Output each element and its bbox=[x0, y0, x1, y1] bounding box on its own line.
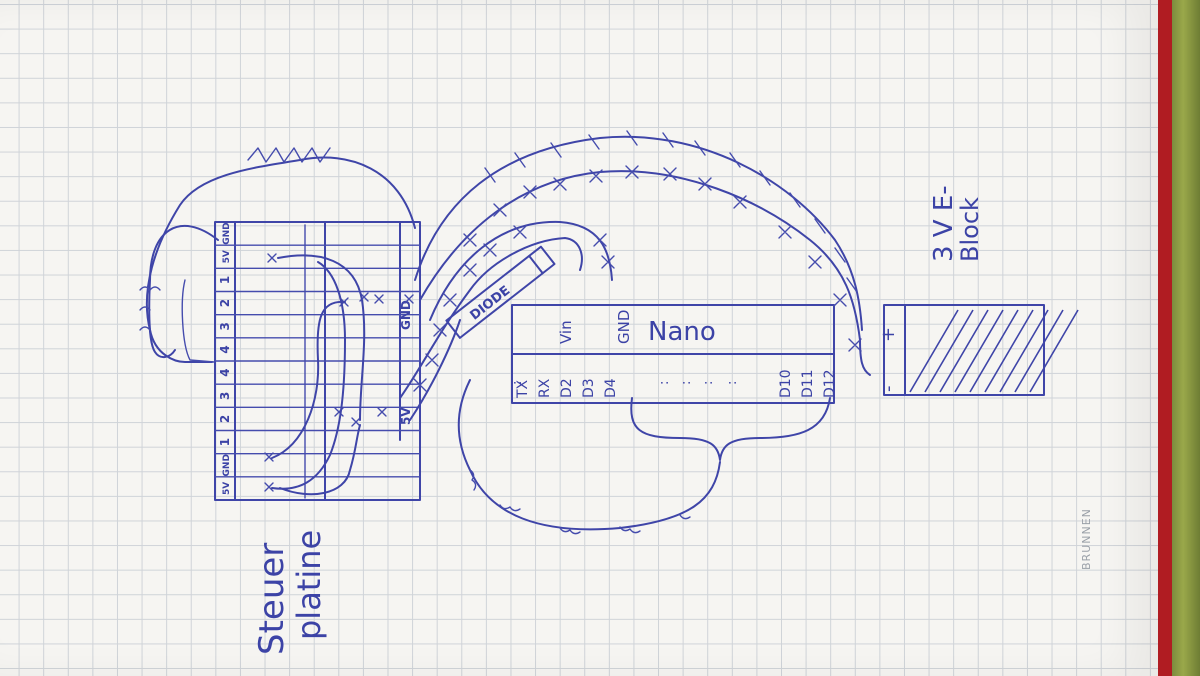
wire-battery-plus bbox=[414, 135, 863, 331]
battery-minus: - bbox=[878, 386, 899, 393]
control-board-label-line1: Steuer bbox=[252, 543, 292, 655]
nano-label: Nano bbox=[648, 317, 716, 347]
board-pin-label: 3 bbox=[218, 392, 232, 400]
board-pin-label: 4 bbox=[218, 368, 232, 376]
nano-pin-dots: : bbox=[510, 381, 525, 385]
wire-loop-top bbox=[145, 156, 416, 363]
board-pin-label: 2 bbox=[218, 415, 232, 423]
battery-hatch-line bbox=[924, 309, 974, 393]
nano-pin-right: D12 bbox=[822, 369, 838, 398]
wire-tick-marks bbox=[413, 130, 862, 392]
wire-5v-link bbox=[409, 319, 461, 421]
board-pin-label: 2 bbox=[218, 299, 232, 307]
nano-brace bbox=[630, 397, 831, 461]
battery-hatch-line bbox=[984, 309, 1034, 393]
wire-board-b bbox=[271, 300, 346, 459]
board-pin-label: 4 bbox=[218, 345, 232, 353]
wire-nano-gnd bbox=[429, 220, 613, 321]
board-pin-label: 5V bbox=[222, 482, 232, 495]
wire-board-d bbox=[279, 424, 361, 496]
nano-pin-dots: : bbox=[679, 381, 694, 385]
board-pin-label: 1 bbox=[218, 276, 232, 284]
arduino-nano: Nano Vin GND TX RX D2 D3 D4 D10 D11 D12 ::::: bbox=[510, 304, 838, 404]
nano-pin-right: TX bbox=[515, 379, 531, 399]
nano-pin-right: D10 bbox=[778, 369, 794, 398]
wire-nano-vin bbox=[399, 237, 583, 399]
battery-hatch-line bbox=[1014, 309, 1064, 393]
battery-hatch-line bbox=[909, 309, 959, 393]
wire-board-a bbox=[271, 261, 346, 490]
battery-hatch-line bbox=[999, 309, 1049, 393]
wire-loop-bottom bbox=[457, 379, 721, 531]
wire-loop-left-tail bbox=[181, 279, 215, 363]
battery-label-line2: Block bbox=[956, 197, 984, 262]
nano-pin-right: D3 bbox=[581, 378, 597, 398]
board-gnd-pin: GND bbox=[399, 300, 413, 330]
nano-pin-right: RX bbox=[537, 378, 553, 398]
graph-paper bbox=[0, 0, 1158, 676]
background-surface bbox=[1172, 0, 1200, 676]
battery-outline bbox=[883, 304, 1045, 396]
wire-battery-minus bbox=[419, 170, 871, 376]
battery-hatch-line bbox=[969, 309, 1019, 393]
board-pin-label: GND bbox=[222, 222, 232, 244]
board-pin-label: 5V bbox=[222, 250, 232, 263]
battery-label-line1: 3 V E- bbox=[929, 185, 959, 262]
diode-band bbox=[528, 254, 544, 275]
solder-crosses bbox=[264, 253, 414, 492]
nano-pin-dots: : bbox=[701, 381, 716, 385]
board-pin-label: 3 bbox=[218, 322, 232, 330]
nano-pin-dots: : bbox=[725, 381, 740, 385]
diode-label: DIODE bbox=[467, 283, 513, 323]
battery-hatch-line bbox=[939, 309, 989, 393]
nano-pin-left: Vin bbox=[557, 320, 575, 344]
nano-pin-right: D2 bbox=[559, 378, 575, 398]
notebook-red-edge bbox=[1158, 0, 1172, 676]
nano-pin-right: D11 bbox=[800, 369, 816, 398]
control-board-label-line2: platine bbox=[290, 530, 328, 640]
nano-pin-left: GND bbox=[615, 310, 633, 344]
board-5v-pin: 5V bbox=[399, 407, 413, 425]
nano-pin-dots: : bbox=[657, 381, 672, 385]
wire-loop-squiggle bbox=[139, 286, 161, 331]
board-pin-label: 1 bbox=[218, 438, 232, 446]
wire-loop-bottom-squiggle bbox=[469, 469, 691, 535]
diode-body bbox=[445, 245, 556, 339]
battery-plus: + bbox=[878, 327, 899, 342]
board-pin-label: GND bbox=[222, 454, 232, 476]
battery-3v: + - bbox=[878, 304, 1079, 396]
nano-pin-right: D4 bbox=[603, 378, 619, 398]
battery-hatch-line bbox=[1029, 309, 1079, 393]
wire-board-c bbox=[277, 254, 366, 421]
battery-hatch-line bbox=[954, 309, 1004, 393]
wire-zigzag bbox=[247, 147, 331, 163]
